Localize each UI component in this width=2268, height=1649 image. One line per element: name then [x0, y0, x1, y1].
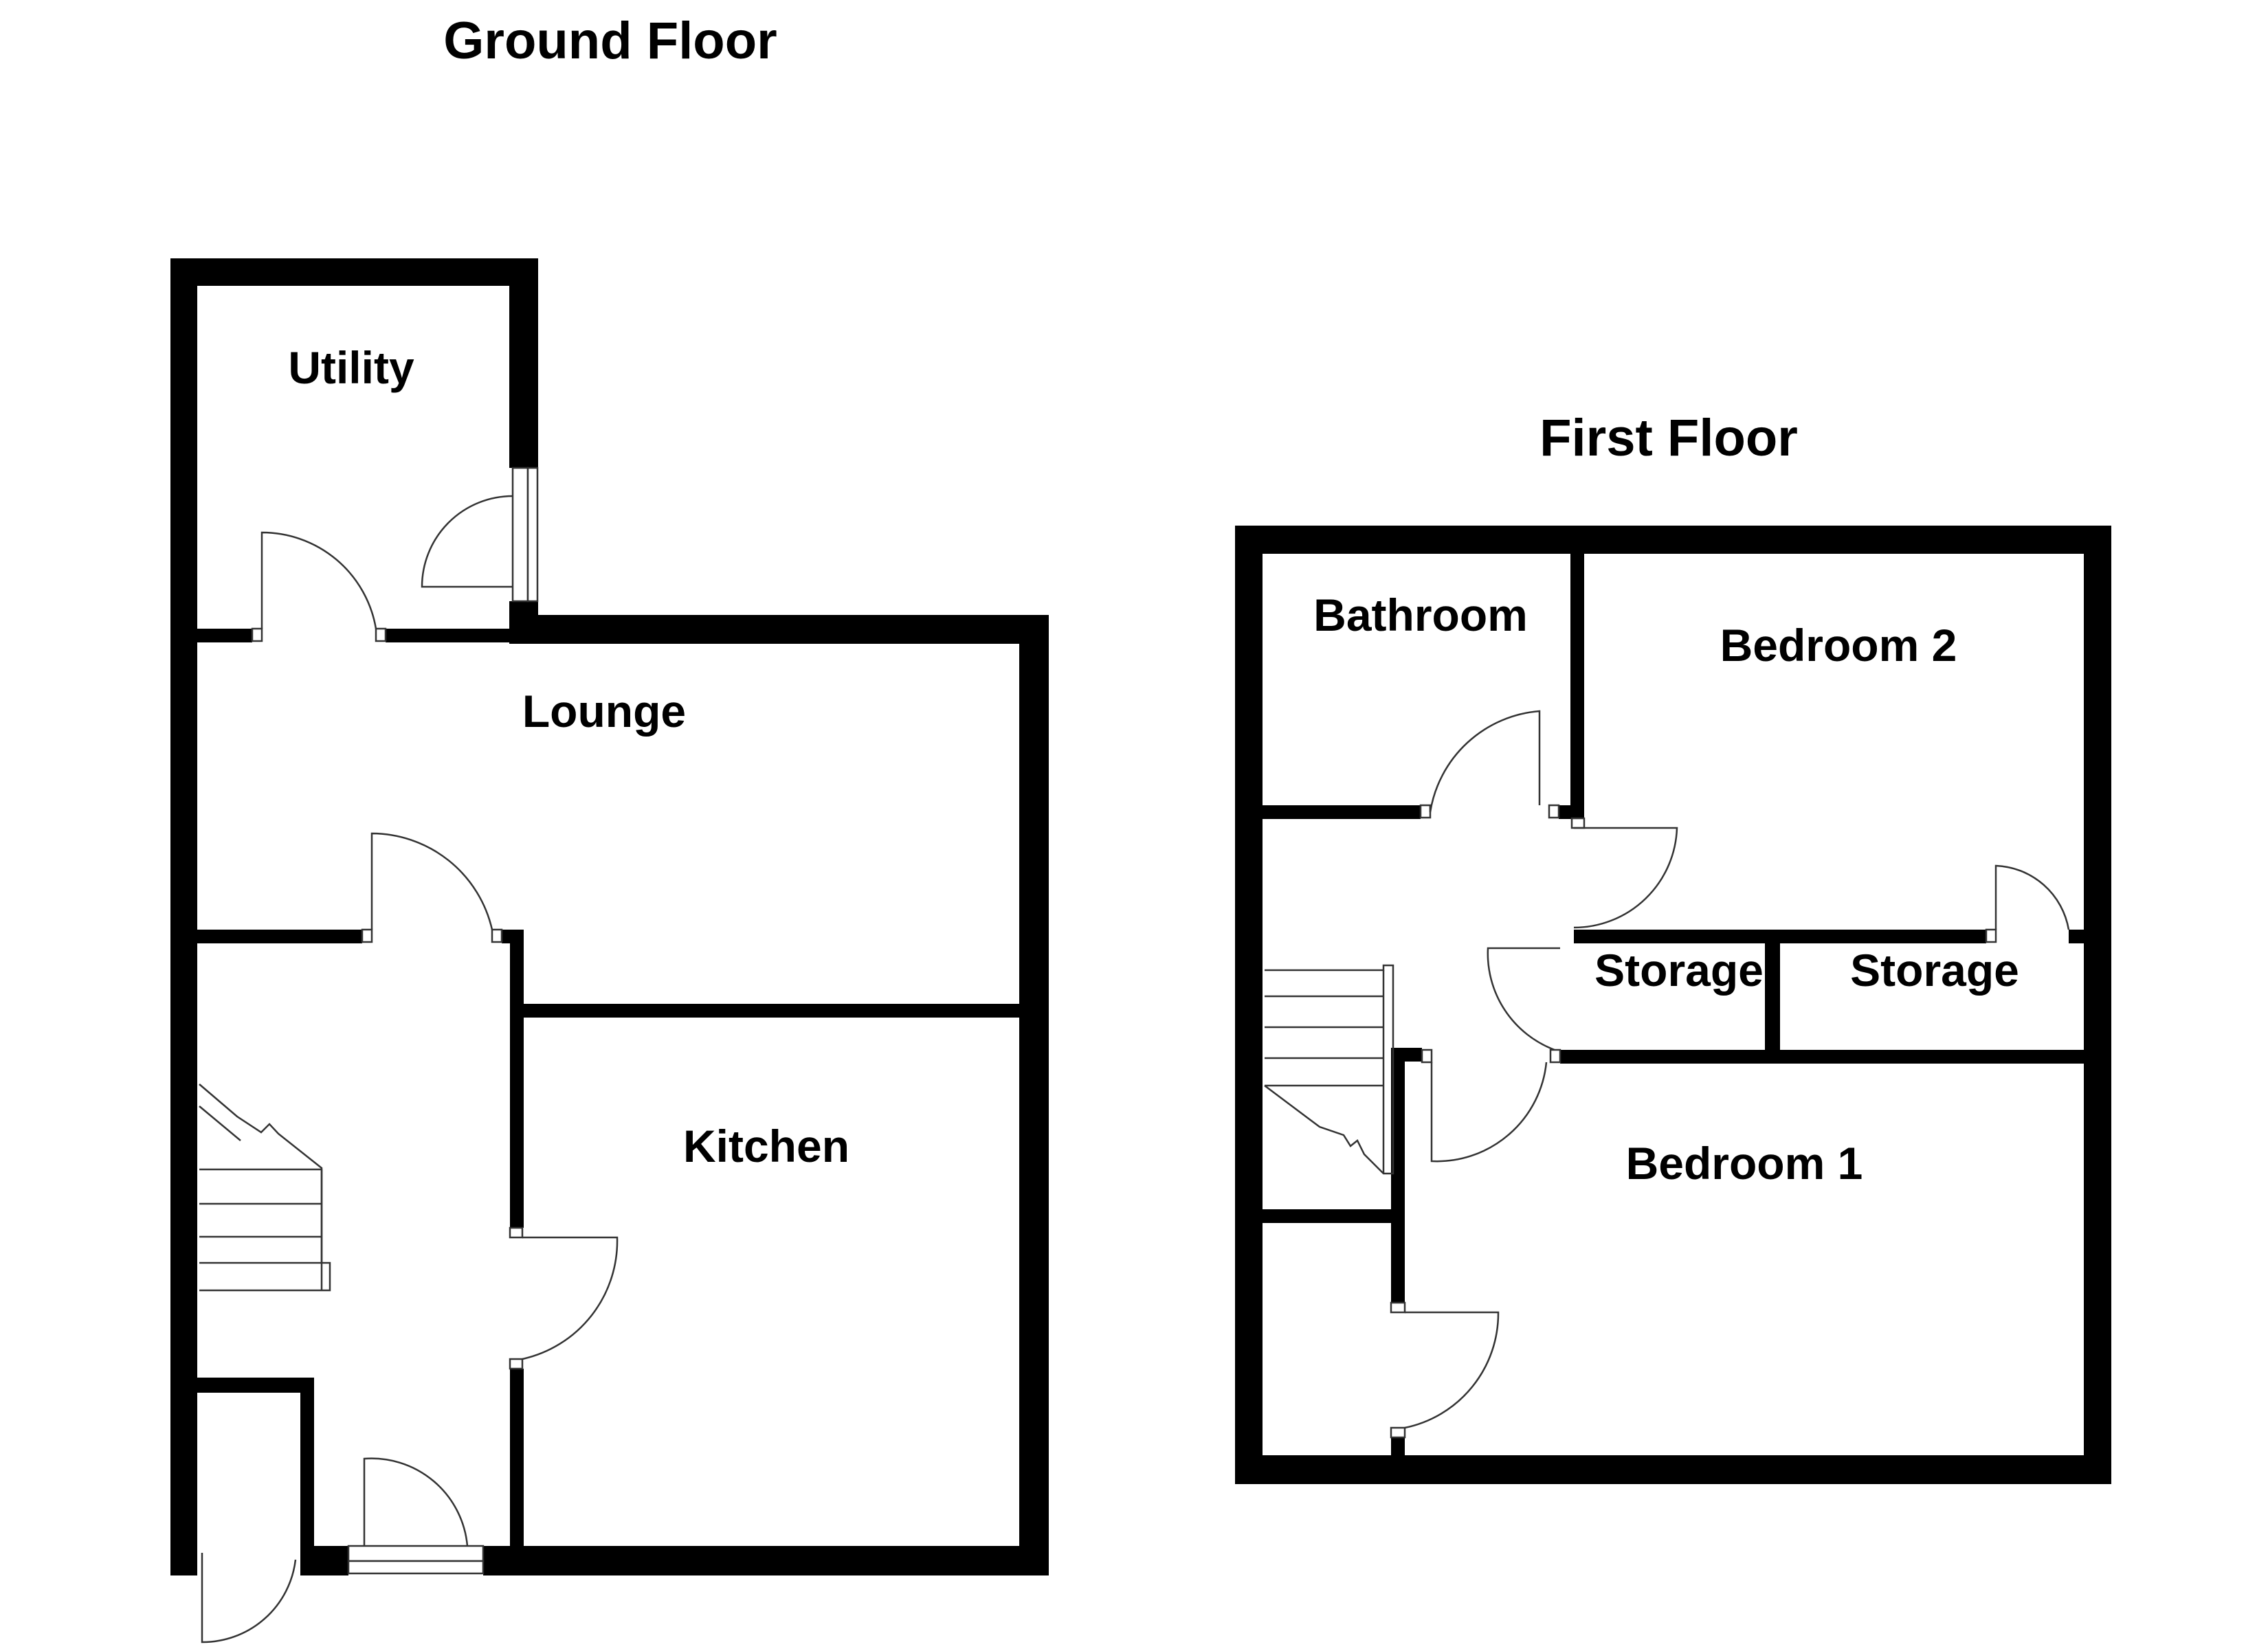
first-floor-title: First Floor: [1539, 409, 1798, 467]
ground-floor-plan: Ground Floor: [170, 12, 1049, 1644]
hall-kitchen-door: [509, 1226, 619, 1370]
storage-right-door: [1985, 864, 2070, 943]
first-floor-walls: [1235, 526, 2111, 1484]
room-label-storage-right: Storage: [1850, 945, 2019, 996]
utility-lounge-door: [251, 531, 387, 642]
room-label-bathroom: Bathroom: [1313, 590, 1528, 640]
room-label-bedroom-1: Bedroom 1: [1626, 1138, 1863, 1189]
ground-floor-title: Ground Floor: [443, 12, 777, 70]
front-door: [347, 1457, 485, 1575]
bedroom-2-door: [1570, 817, 1678, 929]
bedroom-1-cupboard-door: [1390, 1301, 1500, 1439]
bedroom-1-door: [1421, 1048, 1548, 1163]
ground-floor-stairs: [199, 1084, 331, 1292]
room-label-storage-left: Storage: [1594, 945, 1764, 996]
ground-floor-walls: [170, 258, 1049, 1575]
room-label-utility: Utility: [288, 342, 414, 393]
first-floor-stairs: [1264, 964, 1394, 1175]
bathroom-door: [1419, 710, 1560, 819]
hall-lounge-door: [361, 832, 503, 943]
room-label-lounge: Lounge: [522, 686, 686, 737]
porch-door: [201, 1553, 297, 1644]
room-label-kitchen: Kitchen: [683, 1121, 849, 1171]
storage-left-door: [1487, 947, 1561, 1064]
first-floor-plan: First Floor: [1235, 409, 2111, 1484]
utility-external-door: [421, 467, 539, 603]
room-label-bedroom-2: Bedroom 2: [1720, 620, 1957, 671]
